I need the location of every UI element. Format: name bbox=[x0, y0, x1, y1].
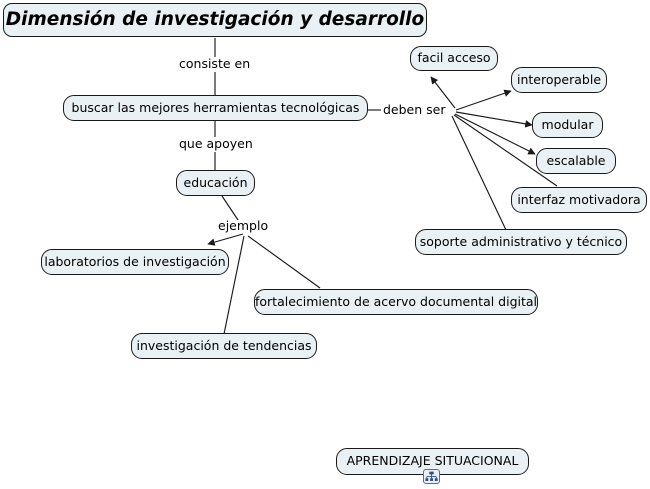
node-herramientas[interactable]: buscar las mejores herramientas tecnológ… bbox=[63, 95, 368, 121]
node-facil-acceso-label: facil acceso bbox=[417, 50, 491, 66]
edge-debenser-to-modular bbox=[455, 111, 533, 128]
link-label-que-apoyen-text: que apoyen bbox=[179, 136, 253, 151]
node-modular-label: modular bbox=[541, 116, 594, 132]
node-soporte[interactable]: soporte administrativo y técnico bbox=[415, 229, 627, 255]
node-interfaz-motivadora[interactable]: interfaz motivadora bbox=[511, 187, 647, 213]
node-title-label: Dimensión de investigación y desarrollo bbox=[5, 8, 425, 30]
node-interfaz-motivadora-label: interfaz motivadora bbox=[517, 191, 641, 207]
link-label-deben-ser: deben ser bbox=[381, 102, 448, 117]
edge-ejemplo-to-laboratorios bbox=[207, 233, 244, 246]
node-laboratorios-label: laboratorios de investigación bbox=[44, 253, 226, 269]
link-label-que-apoyen: que apoyen bbox=[177, 136, 255, 151]
link-label-consiste-en: consiste en bbox=[177, 56, 253, 71]
link-label-deben-ser-text: deben ser bbox=[383, 102, 446, 117]
node-herramientas-label: buscar las mejores herramientas tecnológ… bbox=[71, 99, 360, 115]
node-tendencias[interactable]: investigación de tendencias bbox=[131, 333, 317, 359]
node-aprendizaje-situacional-label: APRENDIZAJE SITUACIONAL bbox=[346, 453, 519, 469]
node-facil-acceso[interactable]: facil acceso bbox=[410, 46, 498, 71]
edge-debenser-to-facil-acceso bbox=[430, 76, 456, 109]
node-soporte-label: soporte administrativo y técnico bbox=[419, 233, 623, 249]
node-title[interactable]: Dimensión de investigación y desarrollo bbox=[3, 3, 427, 37]
link-label-ejemplo-text: ejemplo bbox=[218, 218, 269, 233]
node-tendencias-label: investigación de tendencias bbox=[136, 337, 312, 353]
hierarchy-icon-glyph bbox=[425, 471, 438, 481]
edge-debenser-to-soporte bbox=[451, 115, 507, 231]
edge-educacion-to-ejemplo bbox=[221, 195, 239, 221]
node-laboratorios[interactable]: laboratorios de investigación bbox=[41, 249, 229, 275]
edge-debenser-to-interoperable bbox=[455, 89, 512, 111]
node-modular[interactable]: modular bbox=[532, 112, 603, 138]
node-interoperable-label: interoperable bbox=[516, 71, 602, 87]
edge-ejemplo-to-tendencias bbox=[223, 235, 245, 335]
node-escalable[interactable]: escalable bbox=[536, 148, 616, 174]
link-label-ejemplo: ejemplo bbox=[216, 218, 271, 233]
node-fortalecimiento[interactable]: fortalecimiento de acervo documental dig… bbox=[254, 289, 538, 315]
hierarchy-icon[interactable] bbox=[423, 469, 440, 484]
edge-debenser-to-escalable bbox=[454, 113, 536, 155]
node-fortalecimiento-label: fortalecimiento de acervo documental dig… bbox=[254, 293, 538, 309]
edge-debenser-to-interfaz bbox=[453, 114, 558, 187]
node-educacion[interactable]: educación bbox=[176, 170, 255, 196]
link-label-consiste-en-text: consiste en bbox=[179, 56, 251, 71]
node-escalable-label: escalable bbox=[546, 152, 606, 168]
node-educacion-label: educación bbox=[183, 174, 248, 190]
node-interoperable[interactable]: interoperable bbox=[511, 67, 607, 93]
edge-ejemplo-to-fortalecimiento bbox=[247, 235, 321, 289]
